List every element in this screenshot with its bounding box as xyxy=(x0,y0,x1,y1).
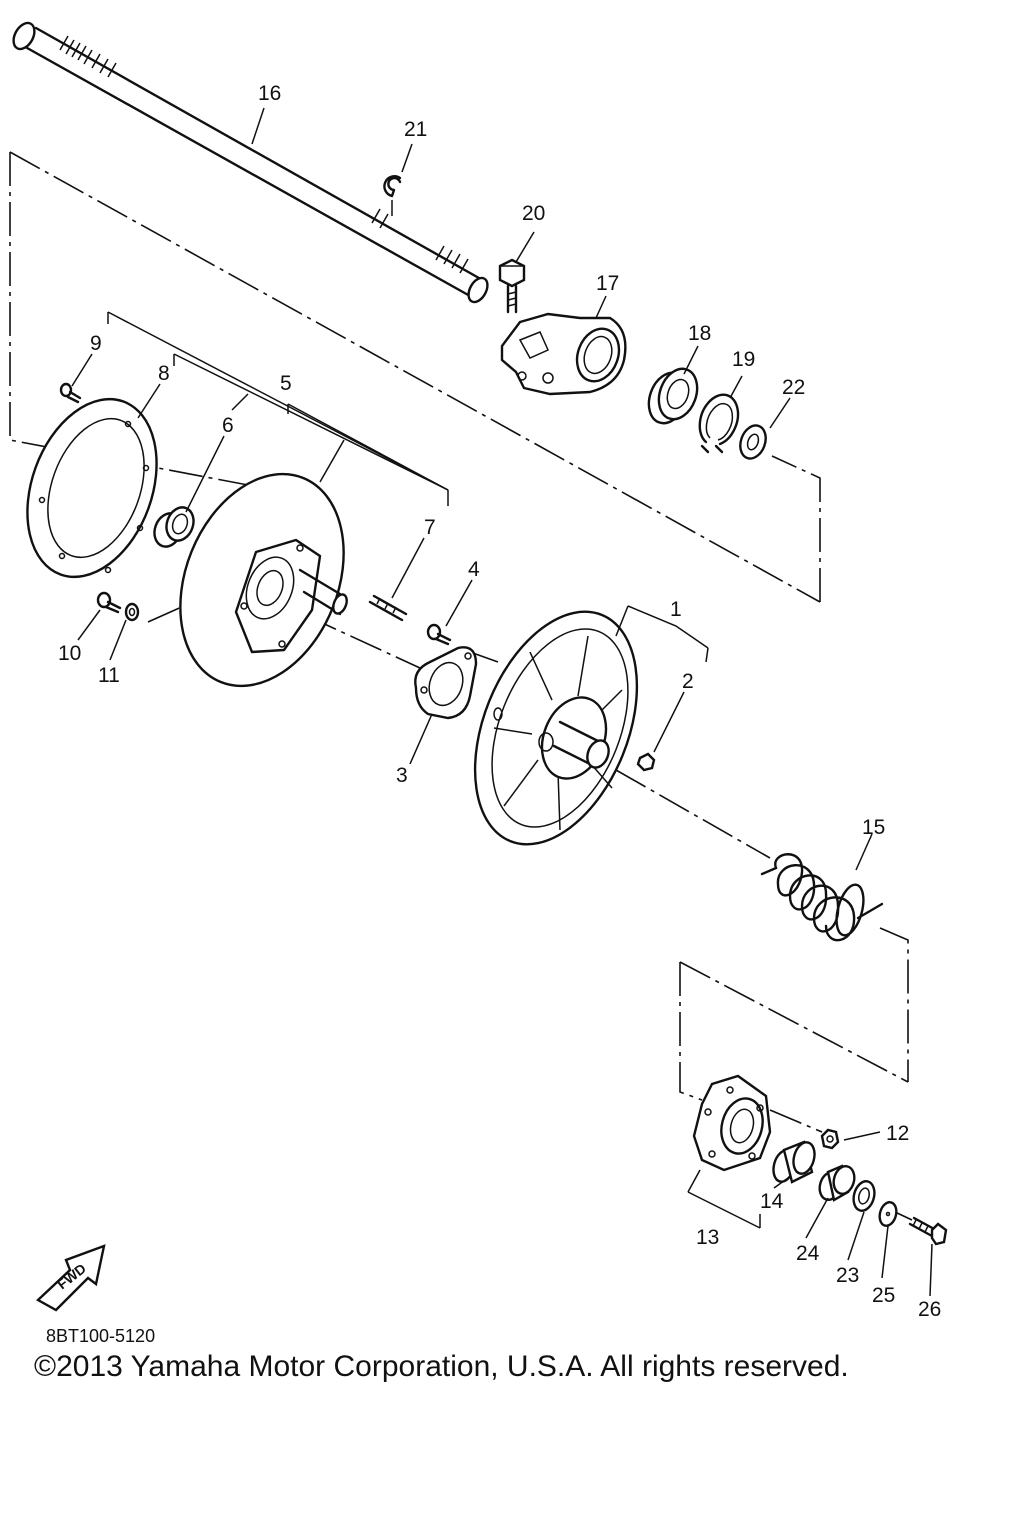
bearing-circlip xyxy=(698,393,740,454)
callout-18: 18 xyxy=(688,322,711,345)
callout-12: 12 xyxy=(886,1122,909,1145)
callout-7: 7 xyxy=(424,516,436,539)
cover-bushing xyxy=(772,1140,816,1184)
washer-22 xyxy=(739,424,767,460)
callout-23: 23 xyxy=(836,1264,859,1287)
driven-shaft xyxy=(12,21,489,304)
bushing xyxy=(153,506,195,548)
callout-22: 22 xyxy=(782,376,805,399)
drawing-code: 8BT100-5120 xyxy=(46,1326,156,1346)
callout-8: 8 xyxy=(158,362,170,385)
callout-20: 20 xyxy=(522,202,545,225)
leader-lines xyxy=(71,107,933,1297)
screw-2 xyxy=(636,752,656,772)
washer-25 xyxy=(878,1201,898,1227)
copyright-notice: ©2013 Yamaha Motor Corporation, U.S.A. A… xyxy=(34,1350,849,1383)
pin xyxy=(368,594,408,622)
callout-10: 10 xyxy=(58,642,81,665)
callout-numbers: 16 21 20 17 18 19 22 9 8 5 6 7 4 1 2 10 … xyxy=(58,82,941,1321)
callout-26: 26 xyxy=(918,1298,941,1321)
callout-24: 24 xyxy=(796,1242,820,1265)
callout-19: 19 xyxy=(732,348,755,371)
callout-14: 14 xyxy=(760,1190,784,1213)
bearing xyxy=(647,367,699,425)
bearing-housing xyxy=(500,312,627,396)
callout-1: 1 xyxy=(670,598,682,621)
movable-sheave xyxy=(473,610,639,846)
screw-4 xyxy=(426,623,452,646)
gasket xyxy=(414,646,478,720)
cover-plate xyxy=(26,397,158,579)
callout-2: 2 xyxy=(682,670,694,693)
callout-9: 9 xyxy=(90,332,102,355)
callout-25: 25 xyxy=(872,1284,895,1307)
screw-9 xyxy=(59,382,82,404)
fixed-sheave xyxy=(179,472,348,688)
callout-17: 17 xyxy=(596,272,619,295)
callout-16: 16 xyxy=(258,82,281,105)
callout-15: 15 xyxy=(862,816,885,839)
washer-11 xyxy=(124,602,140,622)
bearing-housing-bolt xyxy=(498,258,526,314)
bolt-26 xyxy=(908,1216,948,1246)
callout-21: 21 xyxy=(404,118,427,141)
callout-11: 11 xyxy=(98,664,120,687)
washer-23 xyxy=(852,1180,876,1212)
end-cover xyxy=(692,1074,772,1172)
circlip xyxy=(383,175,402,198)
callout-6: 6 xyxy=(222,414,234,437)
collar xyxy=(818,1164,856,1202)
callout-3: 3 xyxy=(396,764,408,787)
callout-5: 5 xyxy=(280,372,292,395)
forward-arrow-icon: FWD xyxy=(35,1244,106,1312)
screw-10 xyxy=(96,591,122,614)
spring xyxy=(760,853,884,942)
callout-13: 13 xyxy=(696,1226,719,1249)
assembly-lines xyxy=(9,151,913,1221)
nut-12 xyxy=(820,1128,840,1150)
callout-4: 4 xyxy=(468,558,480,581)
